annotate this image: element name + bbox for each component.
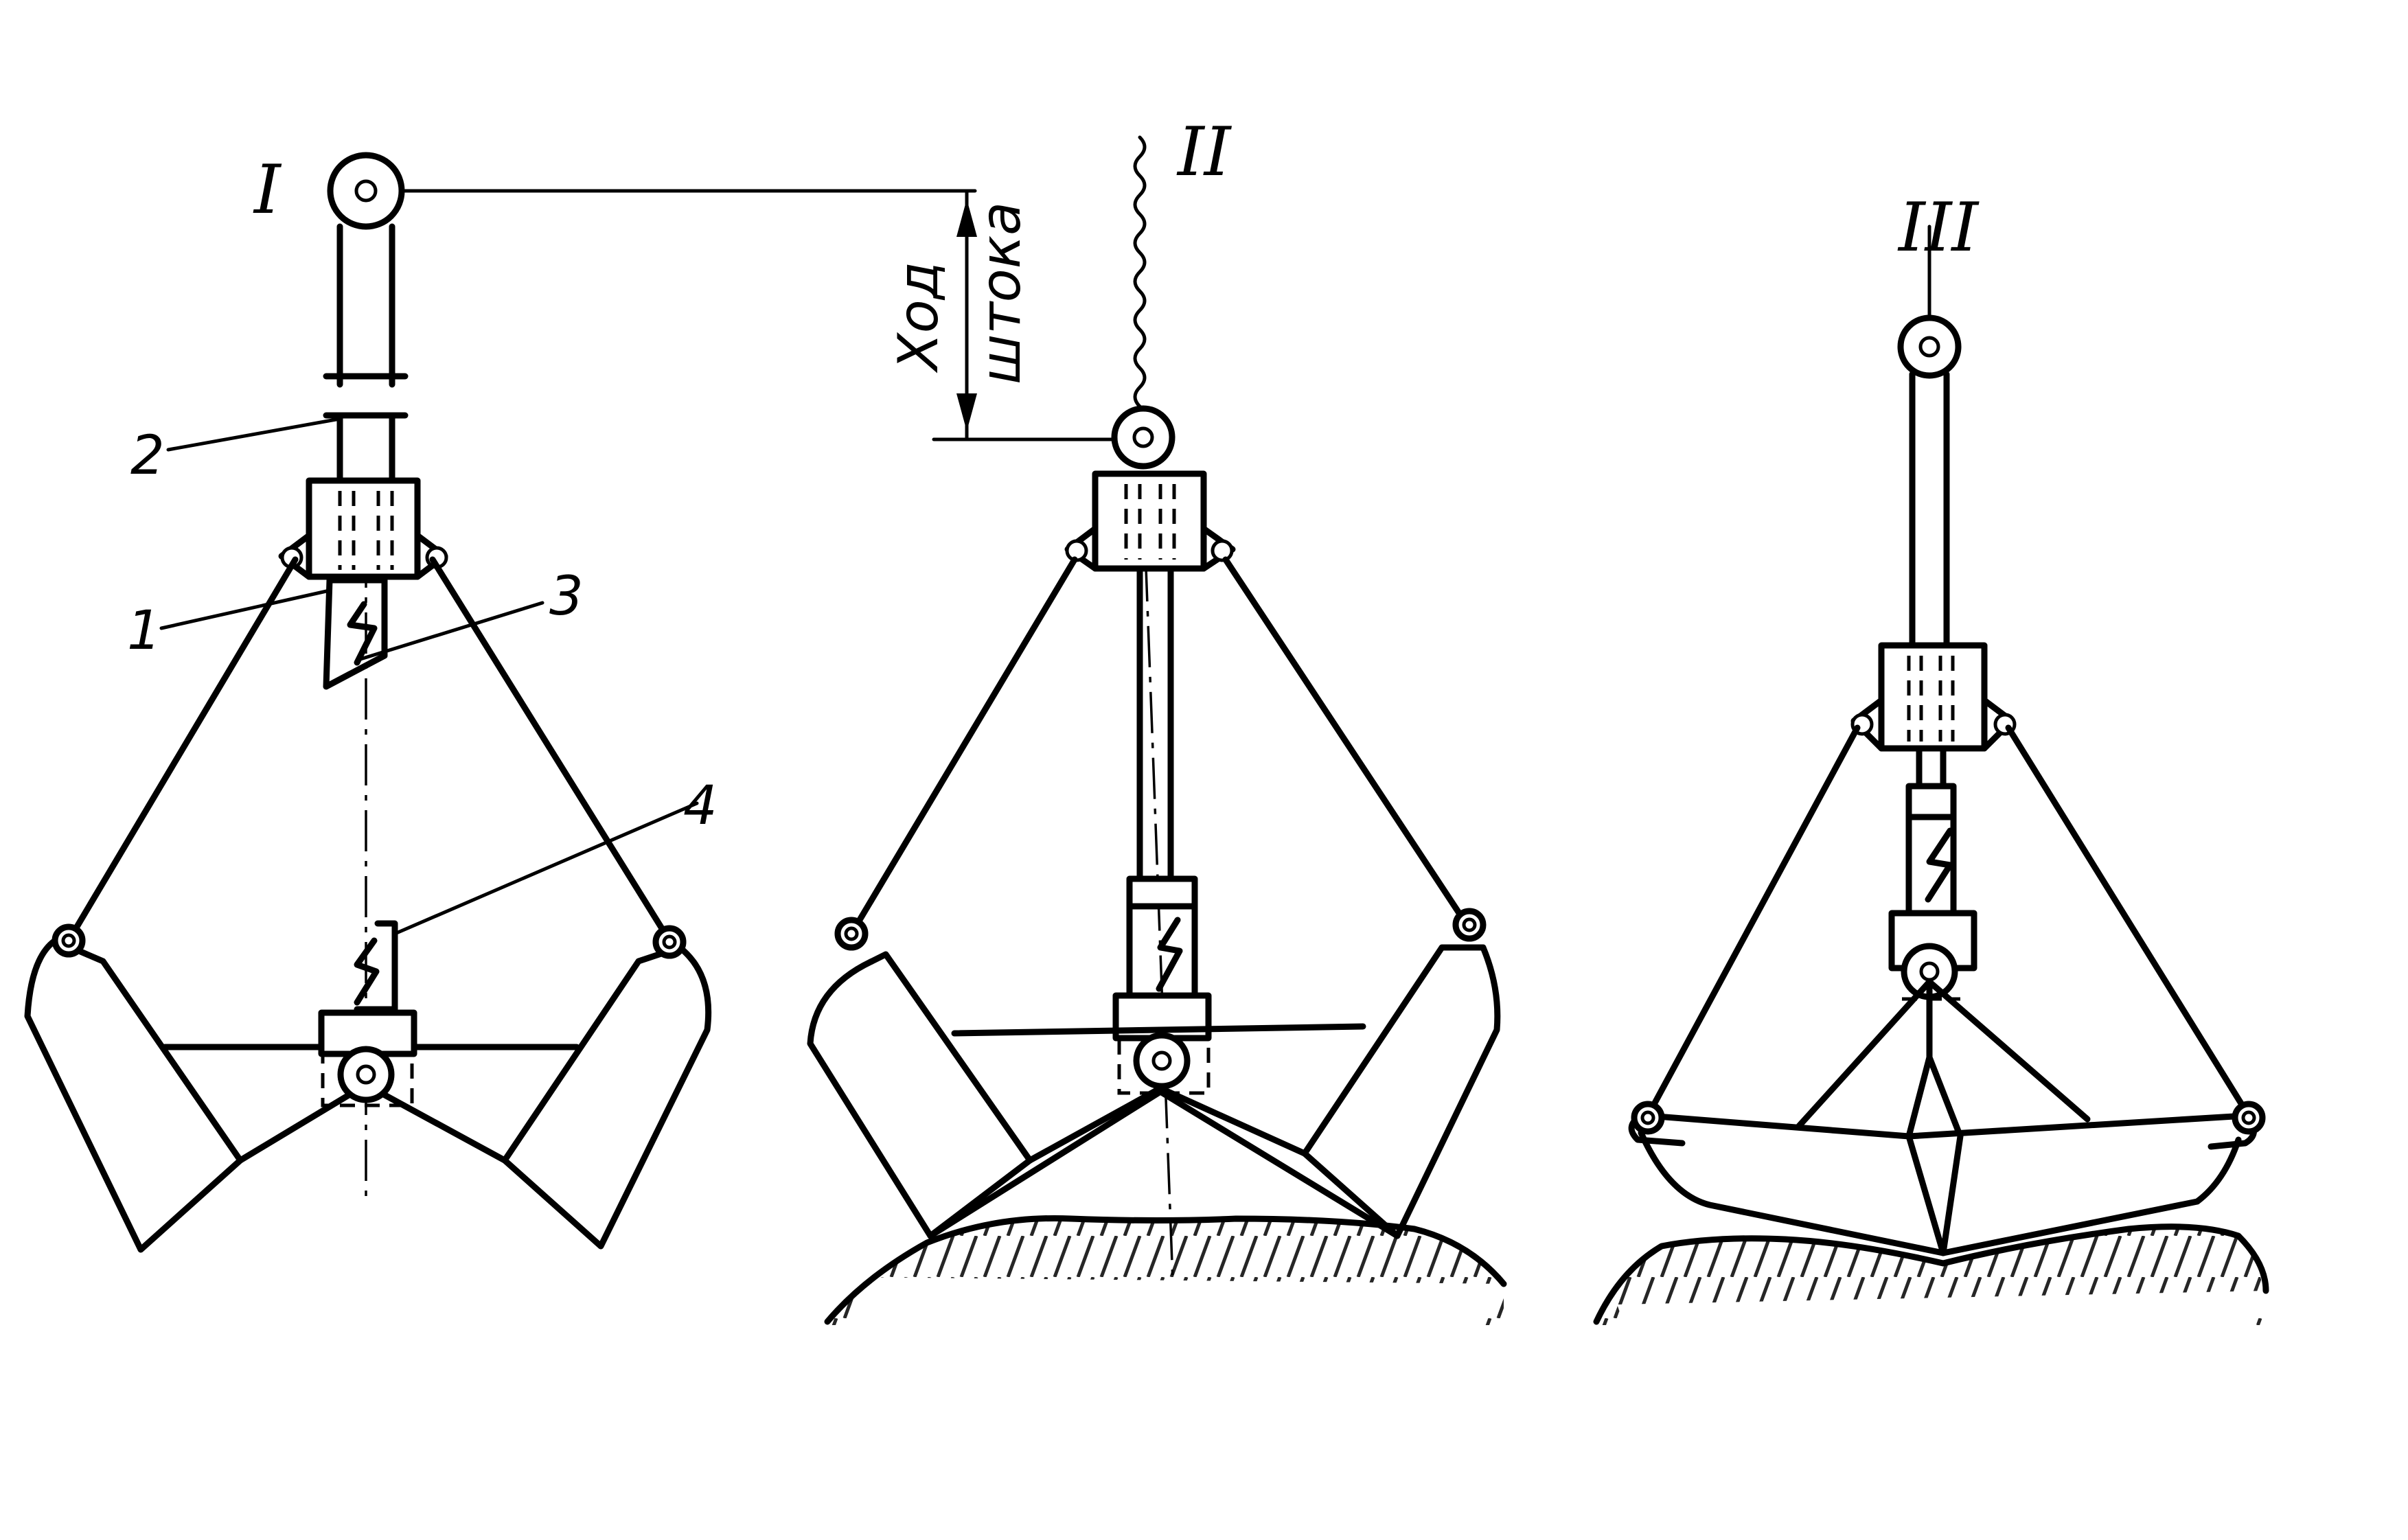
stage-2-eye bbox=[1111, 405, 1176, 470]
stage-3-eye bbox=[1897, 314, 1962, 379]
rod-stroke-dimension: Ход штока bbox=[400, 189, 1118, 441]
stage-3-right-arm bbox=[2005, 724, 2252, 1119]
stage-3-left-arm bbox=[1644, 724, 1861, 1119]
stage-3-grab: III bbox=[1586, 189, 2280, 1380]
stage-1-lower-latch bbox=[318, 920, 417, 1107]
stage-3-label: III bbox=[1897, 189, 1980, 267]
stage-2-ground bbox=[796, 1215, 1511, 1373]
stage-3-lock bbox=[1888, 783, 1977, 1001]
stage-1-label: I bbox=[253, 151, 282, 229]
stage-1-rod bbox=[323, 152, 409, 484]
stage-1-grab: I bbox=[24, 151, 712, 1253]
stage-1-left-arm bbox=[65, 556, 299, 944]
callout-3: 3 bbox=[549, 566, 584, 628]
stage-2-right-jaw bbox=[1301, 944, 1501, 1239]
stage-1-left-jaw bbox=[24, 937, 244, 1253]
stage-2-lock bbox=[1112, 875, 1212, 1095]
stage-2-cable bbox=[1133, 135, 1147, 428]
stage-2-rod bbox=[1136, 565, 1174, 882]
stage-3-closed-bucket bbox=[1628, 978, 2266, 1256]
stage-3-head-block bbox=[1850, 642, 2017, 752]
stage-1-head-block bbox=[278, 477, 448, 580]
callout-1: 1 bbox=[127, 600, 161, 662]
stage-2-head-block bbox=[1064, 470, 1236, 572]
stage-2-left-jaw bbox=[807, 951, 1033, 1239]
stage-2-grab: II bbox=[796, 113, 1511, 1373]
stage-3-ground bbox=[1586, 1223, 2280, 1380]
stage-2-right-arm bbox=[1222, 556, 1469, 927]
stage-2-jaw-bottom bbox=[1027, 1085, 1308, 1164]
callout-2: 2 bbox=[130, 425, 165, 487]
stage-2-tie-bar bbox=[951, 1023, 1366, 1037]
stage-1-upper-latch bbox=[323, 577, 388, 690]
callout-4: 4 bbox=[683, 775, 718, 837]
stroke-label-line2: штока bbox=[969, 202, 1033, 384]
stroke-label-line1: Ход bbox=[886, 262, 950, 373]
stage-2-left-arm bbox=[848, 556, 1078, 937]
stage-3-rod bbox=[1909, 371, 1950, 649]
callouts: 2 1 3 4 bbox=[127, 417, 718, 936]
stage-1-right-jaw bbox=[501, 944, 712, 1250]
stage-2-label: II bbox=[1176, 113, 1232, 192]
